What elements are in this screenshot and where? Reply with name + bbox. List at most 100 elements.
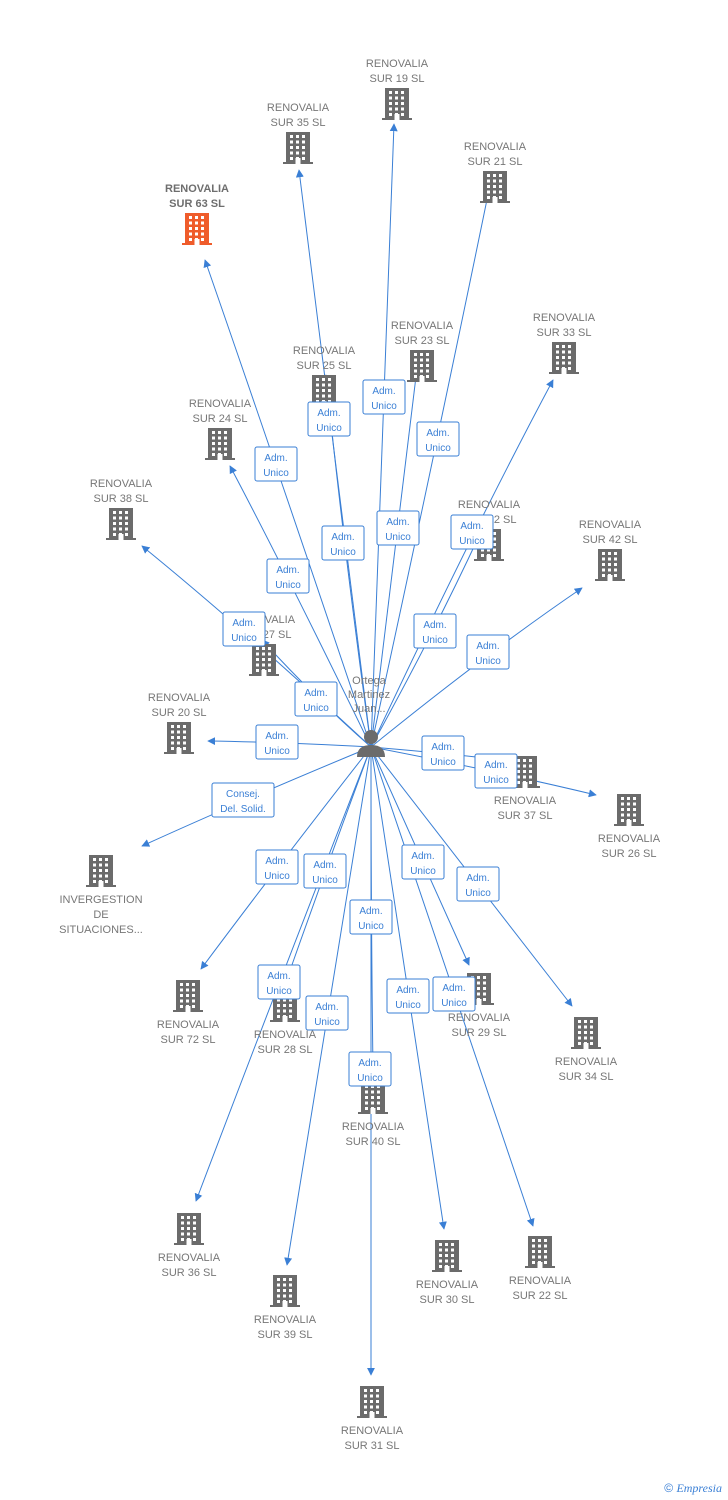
building-icon [480,171,510,203]
edge-label-text: Unico [483,775,509,786]
building-icon [595,549,625,581]
edge-label-text: Adm. [276,565,299,576]
footer-brand: © Empresia [664,1481,722,1496]
edge-label-text: Adm. [267,971,290,982]
building-icon [182,213,212,245]
edge-label-sur42: Adm.Unico [466,634,510,670]
person-icon [357,730,385,757]
building-icon [358,1082,388,1114]
edge-label-text: Adm. [426,428,449,439]
building-icon [205,428,235,460]
building-icon [283,132,313,164]
edge-label-text: Unico [275,580,301,591]
building-icon [86,855,116,887]
edge-label-text: Adm. [265,856,288,867]
edge-label-text: Adm. [396,985,419,996]
edge-label-text: Unico [231,633,257,644]
edge-label-sur32: Adm.Unico [413,613,457,649]
edge-label-text: Unico [430,757,456,768]
building-icon [106,508,136,540]
edge-label-sur28: Adm. Unico [303,853,347,889]
brand-logo-text: Empresia [676,1481,722,1495]
building-icon [270,1275,300,1307]
building-icon [407,350,437,382]
edge-label-text: Unico [330,547,356,558]
edge-label-text: Adm. [317,408,340,419]
edge-label-sur39: Adm.Unico [305,995,349,1031]
edge-label-sur35: Adm.Unico [307,401,351,437]
building-icon [357,1386,387,1418]
building-icon [571,1017,601,1049]
edge-label-sur29: Adm.Unico [401,844,445,880]
edge-label-text: Adm. [484,760,507,771]
edge-label-text: Adm. [331,532,354,543]
edge-label-text: Unico [395,1000,421,1011]
edge-label-text: Adm. [265,731,288,742]
building-icon [525,1236,555,1268]
building-icon [614,794,644,826]
edge-label-sur27: Adm.Unico [294,681,338,717]
building-icon [432,1240,462,1272]
edge-sur33 [370,379,554,748]
edge-label-text: Unico [312,875,338,886]
edge-label-text: Adm. [358,1058,381,1069]
edge-label-sur63: Adm.Unico [254,446,298,482]
edge-label-text: Unico [371,401,397,412]
copyright-symbol: © [664,1481,674,1495]
edge-label-sur24: Adm. Unico [266,558,310,594]
building-icon [173,980,203,1012]
edge-label-text: Unico [264,746,290,757]
edge-label-sur26: Adm. Unico [474,753,518,789]
edge-label-text: Unico [314,1017,340,1028]
edge-label-text: Adm. [313,860,336,871]
edge-label-sur23: Adm.Unico [376,510,420,546]
edge-label-sur20: Adm. Unico [255,724,299,760]
edge-label-text: Adm. [423,620,446,631]
edge-label-text: Unico [459,536,485,547]
edge-label-text: Adm. [232,618,255,629]
edge-label-sur36: Adm.Unico [257,964,301,1000]
edge-label-text: Adm. [466,873,489,884]
edge-label-text: Unico [264,871,290,882]
